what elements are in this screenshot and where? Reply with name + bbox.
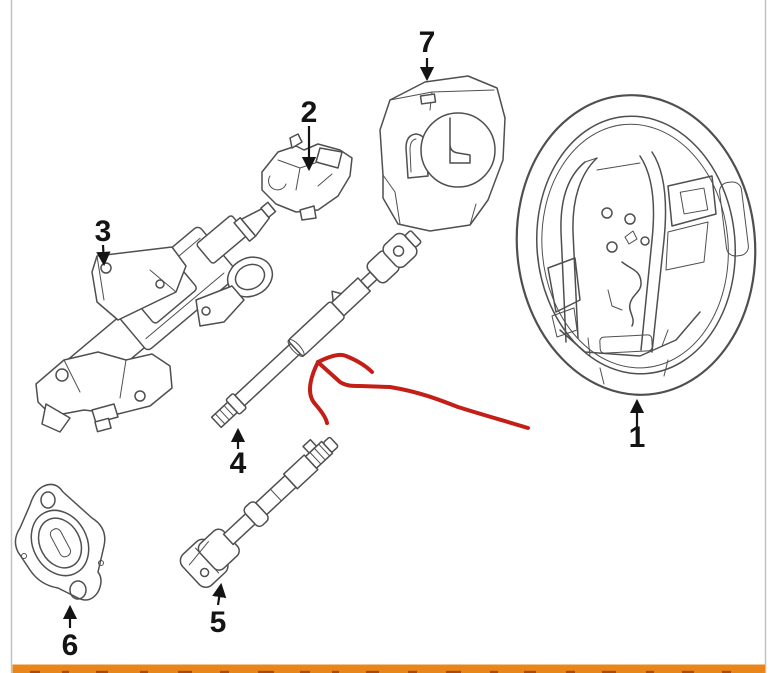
callout-2-label: 2: [301, 96, 318, 129]
steering-column-assembly-drawing: [35, 201, 277, 433]
callout-3-label: 3: [95, 215, 112, 248]
footer-cutoff-text-marks: [30, 670, 731, 673]
callout-5-label: 5: [210, 606, 227, 639]
callouts: 1 2 3 4 5 6 7: [62, 26, 646, 662]
steering-wheel-drawing: [515, 94, 757, 396]
callout-5-arrow: [212, 582, 227, 606]
callout-6-label: 6: [62, 629, 79, 662]
callout-7-label: 7: [419, 26, 436, 59]
callout-3-arrow: [96, 244, 111, 267]
callout-1-label: 1: [629, 421, 646, 454]
intermediate-shaft-drawing: [210, 230, 422, 429]
red-annotation-arrow: [308, 352, 530, 430]
lower-shaft-drawing: [179, 436, 339, 588]
column-shroud-drawing: [379, 75, 506, 232]
callout-4-label: 4: [230, 447, 247, 480]
footer-orange-bar: [12, 664, 765, 673]
ignition-switch-drawing: [261, 133, 353, 221]
flange-plate-drawing: [14, 483, 106, 601]
